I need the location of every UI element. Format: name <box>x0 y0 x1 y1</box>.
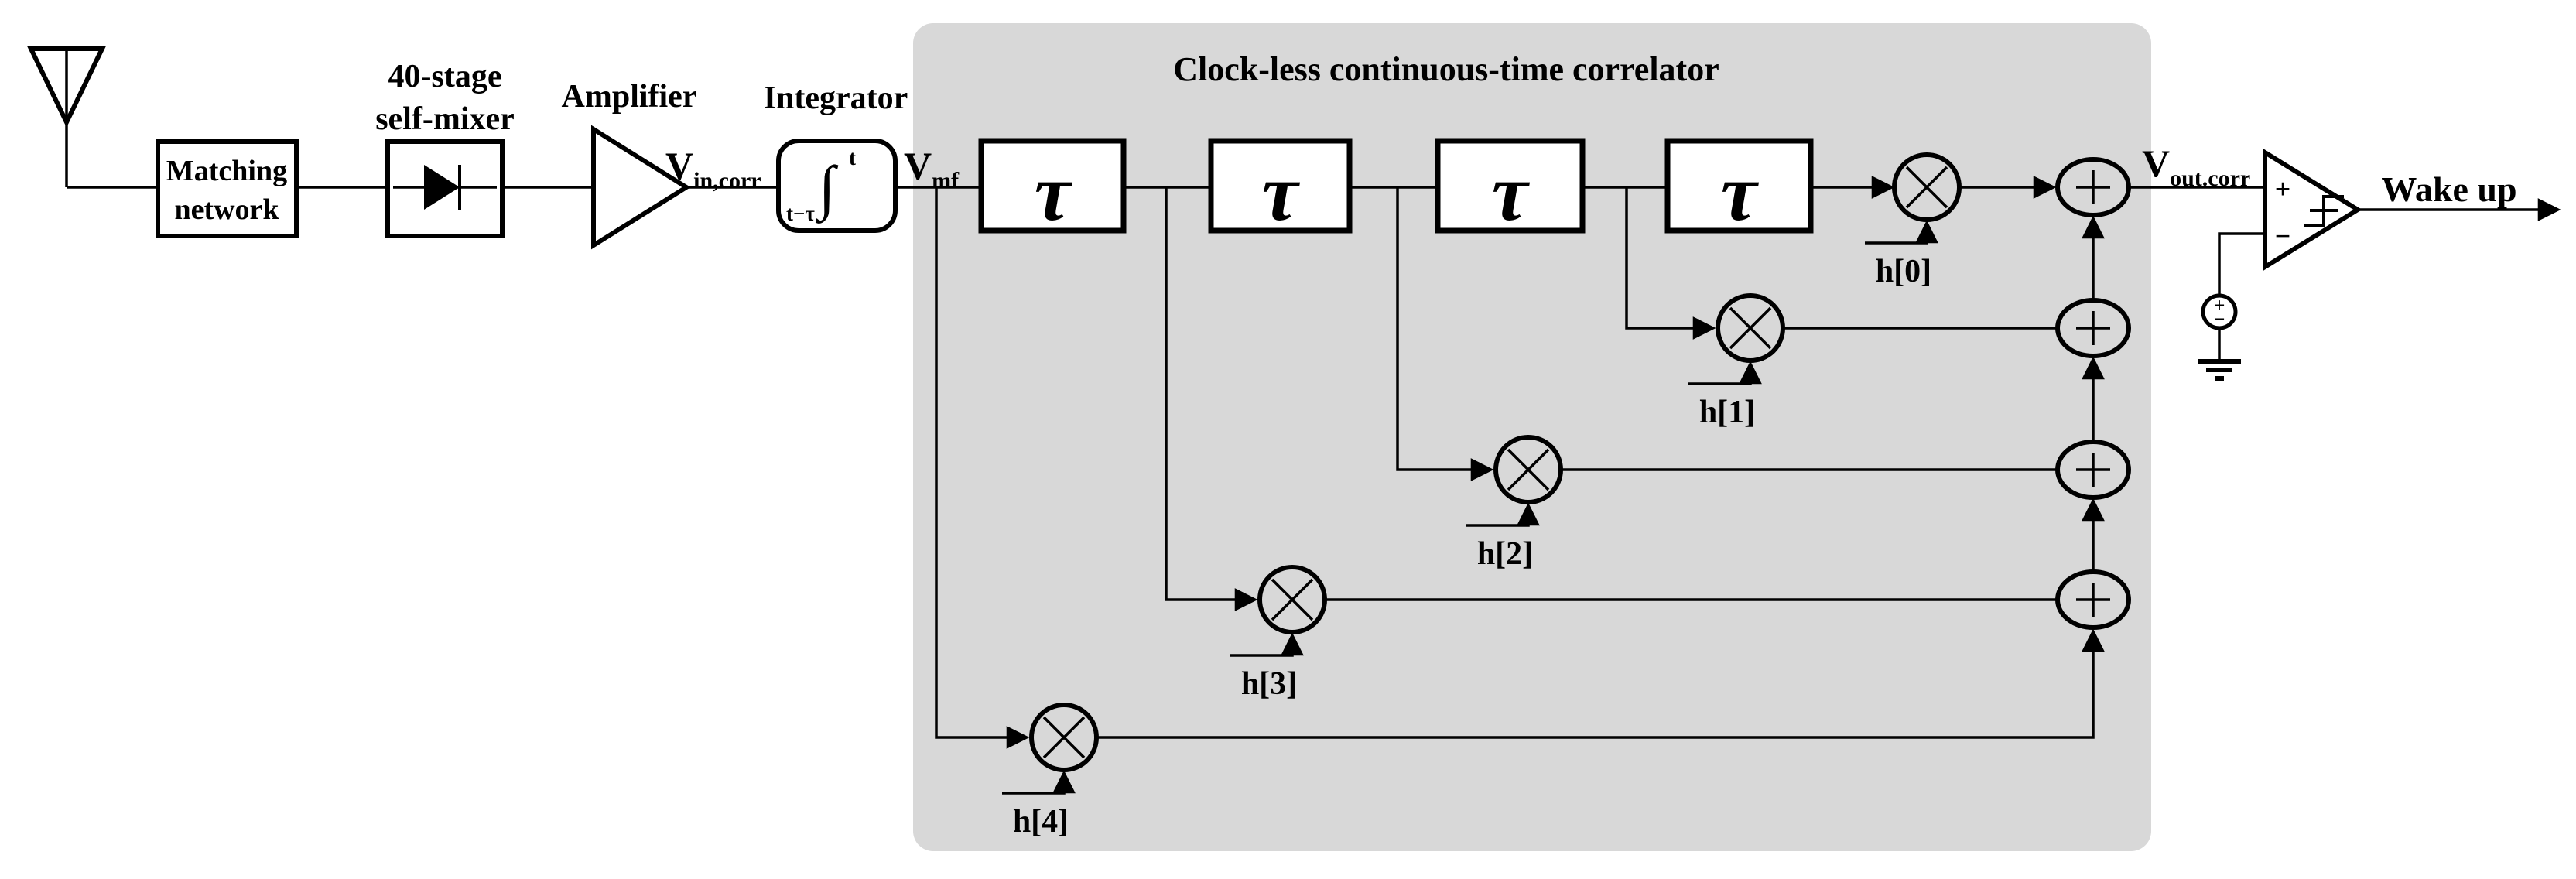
tau-block-4: τ <box>1664 138 1814 238</box>
amplifier-block: Amplifier <box>562 79 697 250</box>
antenna-icon <box>27 46 106 187</box>
tap-wire-h3 <box>1165 187 1258 611</box>
tau-block-1: τ <box>978 138 1127 238</box>
coef-label-h1: h[1] <box>1699 395 1755 430</box>
coef-wire-h3 <box>1230 632 1304 657</box>
tap-wire-h1 <box>1625 187 1716 340</box>
diode-icon <box>393 165 497 210</box>
hysteresis-icon <box>2304 195 2344 227</box>
amplifier-label: Amplifier <box>562 79 697 115</box>
integral-icon: ∫ t t−τ <box>786 146 856 225</box>
integral-sign: ∫ <box>815 153 839 224</box>
tau-symbol-2: τ <box>1262 147 1301 238</box>
coef-wire-h1 <box>1688 361 1762 385</box>
tap-wire-h2 <box>1396 187 1494 481</box>
coef-wire-h2 <box>1466 502 1540 527</box>
amplifier-icon <box>591 125 691 250</box>
wake-up-label: Wake up <box>2381 169 2516 209</box>
coef-wire-h0 <box>1865 220 1938 245</box>
comparator-plus-label: + <box>2275 173 2291 204</box>
integrator-block: Integrator ∫ t t−τ <box>764 80 908 233</box>
wire-mult4-to-adder4 <box>1096 628 2105 739</box>
self-mixer-block: 40-stage self-mixer <box>375 59 515 238</box>
matching-label-line1: Matching <box>166 155 287 187</box>
source-minus-label: − <box>2214 308 2225 330</box>
wire-source-to-comparator <box>2218 232 2265 295</box>
tau-symbol-4: τ <box>1721 147 1760 238</box>
coef-label-h2: h[2] <box>1477 536 1533 572</box>
tau-block-2: τ <box>1208 138 1353 238</box>
comparator-minus-label: − <box>2275 221 2291 251</box>
ground-icon <box>2198 359 2241 381</box>
coef-wire-h4 <box>1002 770 1076 795</box>
integral-upper-limit: t <box>849 146 856 169</box>
vin-corr-label: Vin,corr <box>665 144 761 193</box>
tau-block-3: τ <box>1435 138 1586 238</box>
mixer-label-line1: 40-stage <box>388 59 502 94</box>
comparator-icon: + − <box>2263 148 2362 272</box>
coef-label-h3: h[3] <box>1241 666 1297 702</box>
coef-label-h0: h[0] <box>1876 254 1931 289</box>
mixer-label-line2: self-mixer <box>375 101 515 137</box>
tau-symbol-1: τ <box>1035 147 1073 238</box>
tap-wire-h4 <box>935 187 1030 749</box>
source-plus-label: + <box>2214 294 2225 316</box>
correlator-title: Clock-less continuous-time correlator <box>1173 50 1719 88</box>
matching-network-block: Matching network <box>156 139 299 238</box>
integral-lower-limit: t−τ <box>786 202 815 225</box>
coef-label-h4: h[4] <box>1013 804 1069 840</box>
tau-symbol-3: τ <box>1492 147 1531 238</box>
integrator-label: Integrator <box>764 80 908 116</box>
voltage-source-icon: + − <box>2201 293 2238 330</box>
matching-label-line2: network <box>174 193 279 226</box>
vout-corr-label: Vout.corr <box>2142 142 2250 191</box>
